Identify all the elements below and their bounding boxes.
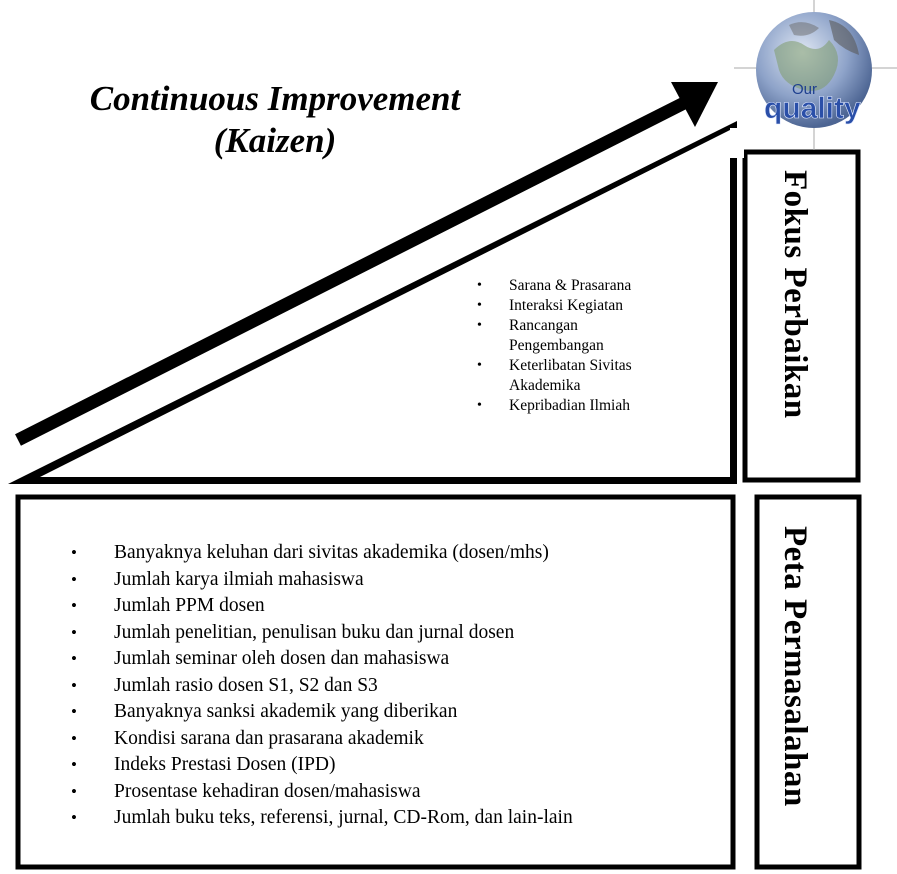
problem-item: Prosentase kehadiran dosen/mahasiswa: [54, 779, 714, 806]
globe-landmass: [774, 40, 838, 91]
logo-text-our: Our: [792, 81, 817, 98]
problem-item: Banyaknya sanksi akademik yang diberikan: [54, 699, 714, 726]
problem-item: Jumlah seminar oleh dosen dan mahasiswa: [54, 646, 714, 673]
problem-item: Kondisi sarana dan prasarana akademik: [54, 726, 714, 753]
our-quality-logo: Our quality: [734, 0, 897, 150]
problem-list-box: [15, 494, 736, 870]
focus-label: Fokus Perbaikan: [777, 170, 813, 419]
focus-list: Sarana & Prasarana Interaksi Kegiatan Ra…: [466, 276, 716, 416]
people-photo-icon: [789, 22, 819, 36]
title-line-2: (Kaizen): [213, 121, 337, 160]
problem-item: Banyaknya keluhan dari sivitas akademika…: [54, 540, 714, 567]
diagram-title: Continuous Improvement (Kaizen): [40, 78, 510, 162]
improvement-arrow-head: [671, 82, 718, 127]
focus-item: Sarana & Prasarana: [466, 276, 716, 296]
focus-item: Keterlibatan Sivitas Akademika: [466, 356, 679, 396]
problem-item: Jumlah buku teks, referensi, jurnal, CD-…: [54, 805, 714, 832]
focus-item: Kepribadian Ilmiah: [466, 396, 716, 416]
problem-item: Jumlah rasio dosen S1, S2 dan S3: [54, 673, 714, 700]
focus-item: Rancangan Pengembangan: [466, 316, 649, 356]
problem-label: Peta Permasalahan: [777, 526, 813, 807]
problem-item: Indeks Prestasi Dosen (IPD): [54, 752, 714, 779]
logo-text-quality: quality: [764, 92, 861, 125]
problem-item: Jumlah karya ilmiah mahasiswa: [54, 567, 714, 594]
problem-item: Jumlah PPM dosen: [54, 593, 714, 620]
improvement-arrow-shaft: [15, 94, 693, 446]
problem-label-box: [754, 494, 862, 870]
focus-label-box: [742, 149, 861, 483]
title-line-1: Continuous Improvement: [89, 79, 461, 118]
people-photo-icon: [829, 20, 859, 55]
problem-list: Banyaknya keluhan dari sivitas akademika…: [54, 540, 714, 832]
focus-item: Interaksi Kegiatan: [466, 296, 716, 316]
problem-item: Jumlah penelitian, penulisan buku dan ju…: [54, 620, 714, 647]
